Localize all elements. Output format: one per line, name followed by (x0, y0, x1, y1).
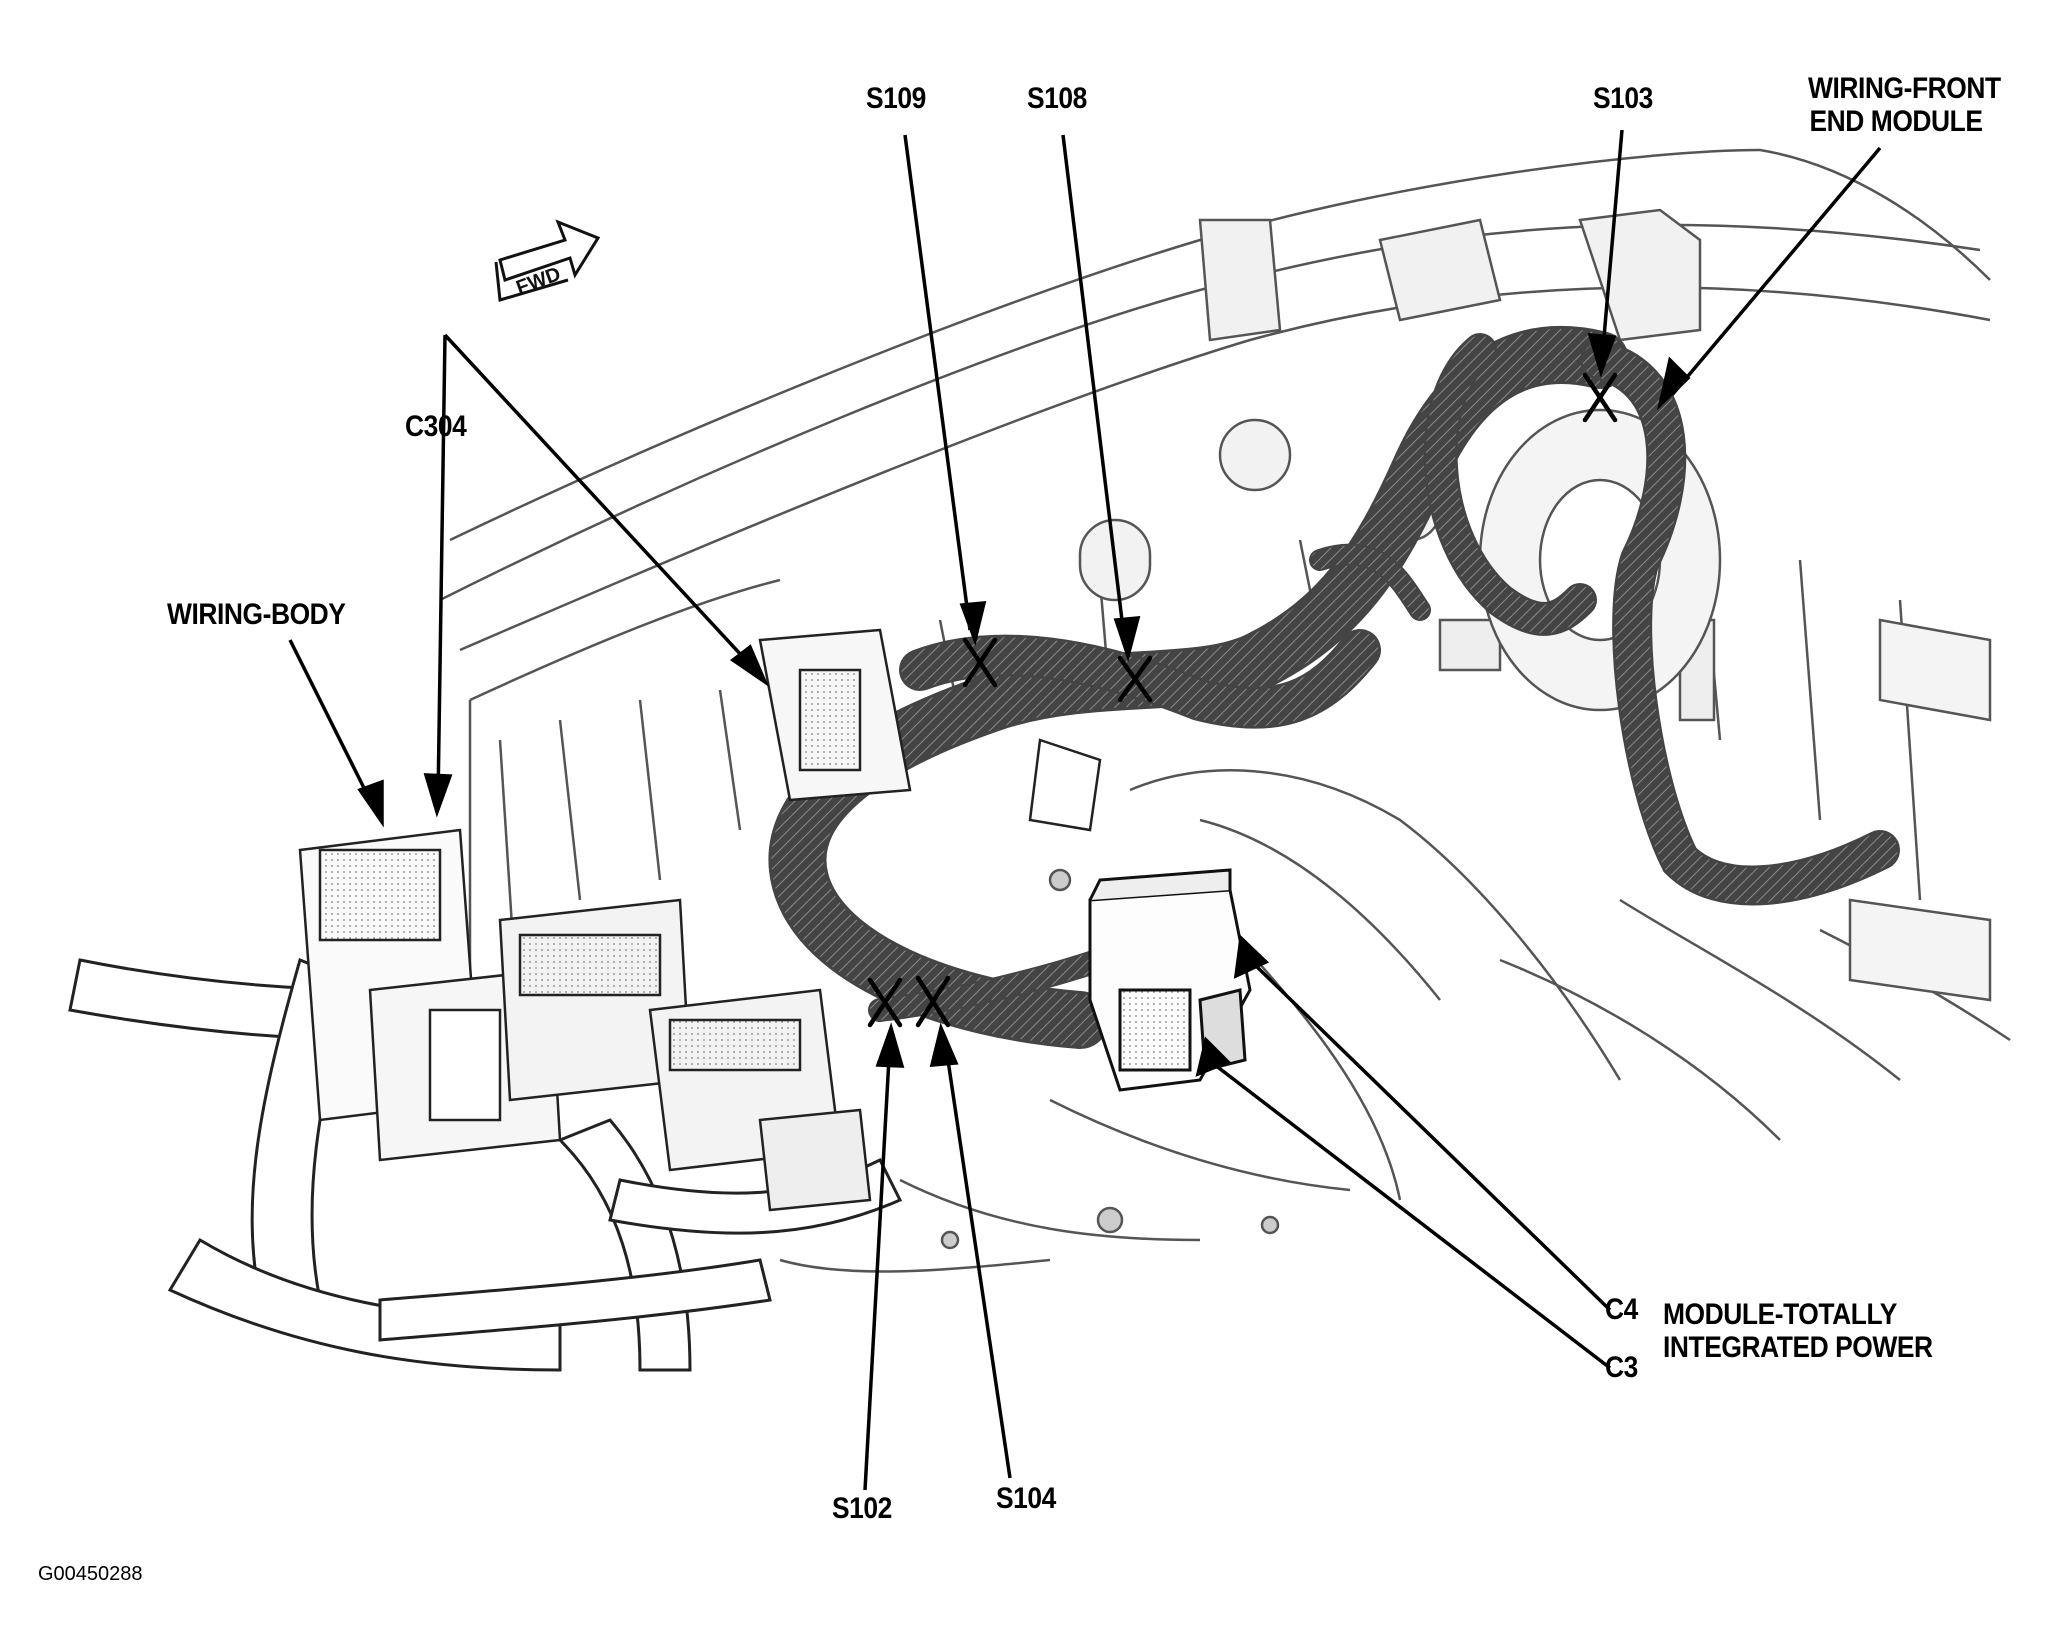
leader-wiring-front-end (1670, 146, 1882, 397)
callout-module-tipm: MODULE-TOTALLY INTEGRATED POWER (1663, 1298, 1933, 1364)
callout-module-tipm-line1: MODULE-TOTALLY (1663, 1298, 1897, 1331)
callout-s103: S103 (1593, 82, 1653, 115)
leader-s108 (1061, 134, 1127, 646)
callout-leaders (288, 129, 1882, 1491)
splice-s103-mark (1582, 372, 1618, 423)
callout-c3: C3 (1605, 1351, 1638, 1384)
callout-c4: C4 (1605, 1293, 1638, 1326)
splice-s108-mark (1117, 655, 1153, 703)
leader-s109 (903, 134, 972, 631)
wire-harness (768, 326, 1900, 1049)
leader-c304-right (443, 333, 757, 672)
callout-s108: S108 (1027, 82, 1087, 115)
callout-module-tipm-line2: INTEGRATED POWER (1663, 1331, 1933, 1364)
callout-s102: S102 (832, 1492, 892, 1525)
splice-s102-mark (867, 977, 903, 1028)
leader-c3 (1213, 1063, 1612, 1370)
tipm-module (1088, 868, 1252, 1092)
callout-s104: S104 (996, 1482, 1056, 1515)
connector-blocks (298, 628, 1102, 1212)
figure-id: G00450288 (38, 1563, 143, 1585)
splice-s109-mark (962, 637, 998, 688)
leader-s103 (1600, 129, 1624, 361)
splice-s104-mark (915, 975, 951, 1028)
callout-wiring-front-end-line1: WIRING-FRONT (1808, 72, 2001, 105)
callout-wiring-front-end-module: WIRING-FRONT END MODULE (1808, 72, 2001, 138)
callout-c304: C304 (405, 410, 467, 443)
leader-s102 (863, 1039, 892, 1491)
fwd-arrow-icon: FWD (494, 219, 601, 302)
leader-wiring-body (288, 639, 377, 811)
callout-s109: S109 (866, 82, 926, 115)
leader-c304-left (436, 334, 447, 801)
splice-markers (867, 372, 1618, 1028)
callout-wiring-front-end-line2: END MODULE (1809, 105, 1983, 138)
leader-s104 (943, 1039, 1012, 1479)
callout-wiring-body: WIRING-BODY (167, 598, 346, 631)
leader-c4 (1253, 963, 1612, 1312)
